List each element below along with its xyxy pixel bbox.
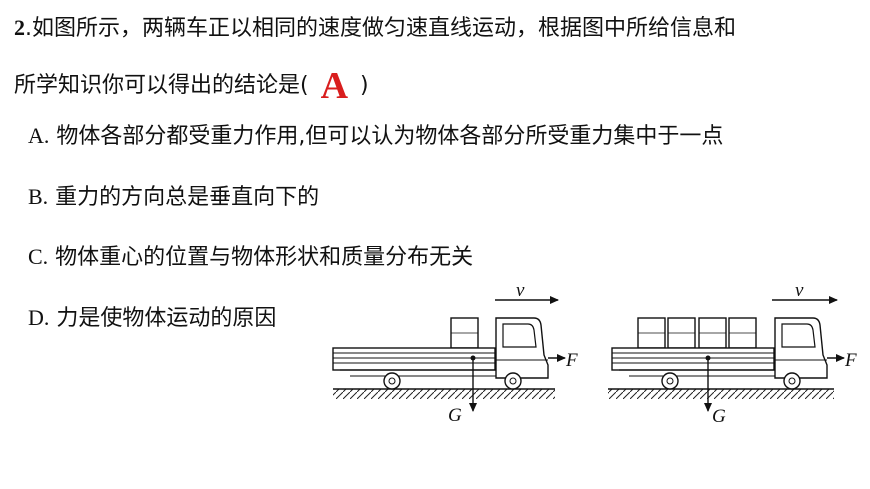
question-line-1: 2.如图所示，两辆车正以相同的速度做匀速直线运动，根据图中所给信息和 <box>14 14 736 43</box>
cargo-boxes-left <box>450 317 479 349</box>
truck-left: v F G <box>332 280 578 426</box>
close-paren: ) <box>360 73 369 98</box>
option-c-text: 物体重心的位置与物体形状和质量分布无关 <box>48 245 474 270</box>
truck-bed-left <box>332 347 506 377</box>
option-c: C. 物体重心的位置与物体形状和质量分布无关 <box>28 243 473 272</box>
velocity-label-right: v <box>795 280 804 301</box>
question-line-2: 所学知识你可以得出的结论是( A) <box>14 66 369 105</box>
option-b: B. 重力的方向总是垂直向下的 <box>28 183 319 212</box>
option-a-text: 物体各部分都受重力作用,但可以认为物体各部分所受重力集中于一点 <box>49 124 724 149</box>
ground-left <box>333 388 555 399</box>
cargo-boxes-right <box>637 317 757 349</box>
question-number: 2 <box>14 15 25 40</box>
option-a-letter: A. <box>28 123 50 148</box>
gravity-label-left: G <box>448 405 462 426</box>
velocity-label-left: v <box>516 280 525 301</box>
question-text-1: .如图所示，两辆车正以相同的速度做匀速直线运动，根据图中所给信息和 <box>25 16 736 41</box>
answer-mark: A <box>320 65 349 107</box>
gravity-label-right: G <box>712 406 726 427</box>
option-d-letter: D. <box>28 305 50 330</box>
truck-cab-right <box>774 317 828 379</box>
wheels-left <box>383 372 522 390</box>
force-label-right: F <box>844 350 857 371</box>
question-text-2: 所学知识你可以得出的结论是( <box>14 73 309 98</box>
truck-right: v F G <box>608 280 857 427</box>
truck-bed-right <box>611 347 785 377</box>
truck-cab-left <box>495 317 549 379</box>
option-b-text: 重力的方向总是垂直向下的 <box>48 185 320 210</box>
wheels-right <box>661 372 801 390</box>
option-a: A. 物体各部分都受重力作用,但可以认为物体各部分所受重力集中于一点 <box>28 122 723 151</box>
option-d: D. 力是使物体运动的原因 <box>28 304 276 333</box>
option-c-letter: C. <box>28 244 49 269</box>
option-b-letter: B. <box>28 184 49 209</box>
option-d-text: 力是使物体运动的原因 <box>49 306 277 331</box>
ground-right <box>608 388 834 399</box>
force-label-left: F <box>565 350 578 371</box>
